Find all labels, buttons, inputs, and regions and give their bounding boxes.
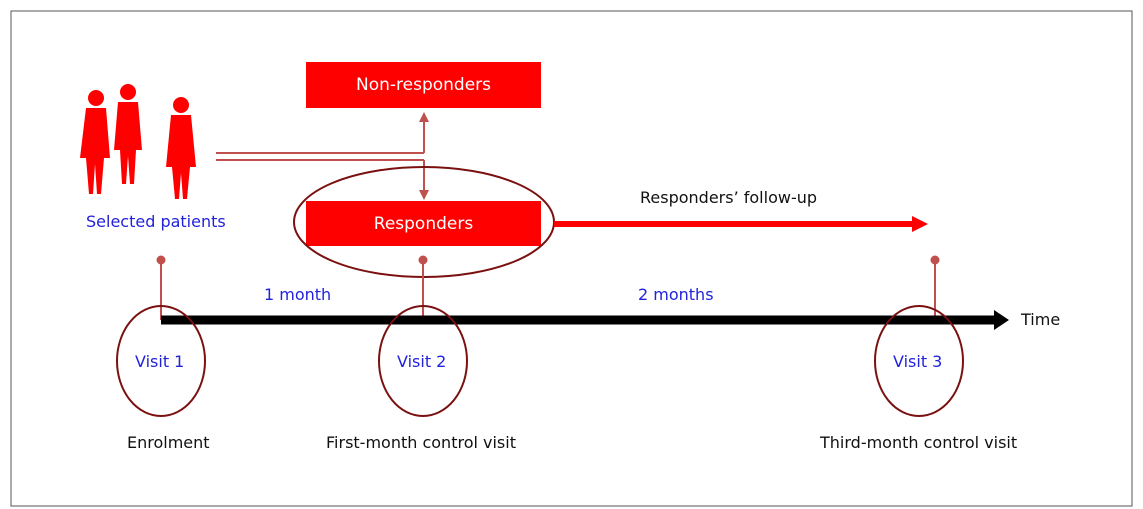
follow-up-label: Responders’ follow-up xyxy=(640,188,818,207)
visit-1-circle xyxy=(116,305,206,417)
responders-box xyxy=(306,201,541,246)
responders-label: Responders xyxy=(373,213,474,234)
visit-3-caption: Third-month control visit xyxy=(820,433,1018,452)
diagram-frame xyxy=(10,10,1133,507)
visit-3-label: Visit 3 xyxy=(893,352,943,371)
selected-patients-label: Selected patients xyxy=(86,212,226,231)
timeline-arrow-head xyxy=(994,310,1009,330)
interval-2-months-label: 2 months xyxy=(638,285,714,304)
follow-up-arrow-head xyxy=(912,216,928,232)
patients-icon xyxy=(80,84,196,199)
non-responders-label: Non-responders xyxy=(355,75,492,95)
visit-1-label: Visit 1 xyxy=(135,352,185,371)
visit-1-caption: Enrolment xyxy=(127,433,210,452)
visit-2-label: Visit 2 xyxy=(397,352,447,371)
non-responders-box xyxy=(306,62,541,108)
visit-2-caption: First-month control visit xyxy=(326,433,516,452)
interval-1-month-label: 1 month xyxy=(264,285,332,304)
visit-2-circle xyxy=(378,305,468,417)
visit-3-circle xyxy=(874,305,964,417)
time-axis-label: Time xyxy=(1021,310,1061,329)
